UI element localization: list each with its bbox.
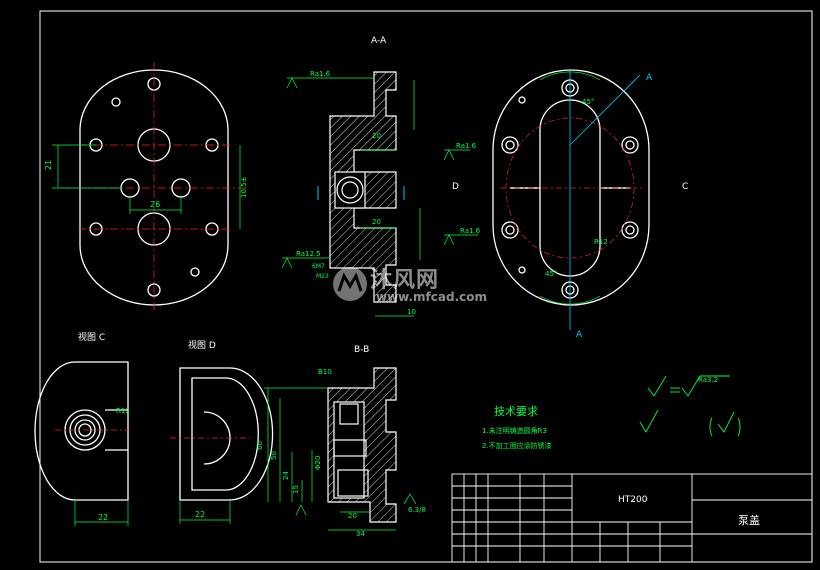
view-d-title: 视图 D xyxy=(188,339,216,351)
section-aa-cut-lines xyxy=(317,186,405,200)
roughness-note: Ra3.2 xyxy=(698,376,718,384)
bb-34: 34 xyxy=(356,530,365,538)
bb-b10: B10 xyxy=(318,368,332,376)
bb-20: 20 xyxy=(348,512,357,520)
title-block xyxy=(451,473,813,563)
right-view-centerlines xyxy=(500,117,642,259)
tech-req-title: 技术要求 xyxy=(494,405,538,418)
section-bb-dims xyxy=(264,387,417,531)
view-d-drawing xyxy=(179,367,274,501)
right-view-axes xyxy=(569,70,641,330)
drawing-border xyxy=(39,10,813,563)
tech-req-item2: 2.不加工面应涂防锈漆 xyxy=(482,441,552,450)
aa-ra16-low: Ra1.6 xyxy=(460,227,481,235)
right-angle-45-top: 45° xyxy=(582,98,594,106)
view-d-22: 22 xyxy=(195,510,205,519)
watermark-main-text: 沐风网 xyxy=(370,268,440,293)
right-label-a-bottom: A xyxy=(576,330,583,340)
view-d-dims xyxy=(179,500,231,524)
label-c: C xyxy=(682,182,688,192)
section-aa-title: A-A xyxy=(371,36,387,46)
roughness-symbols xyxy=(639,375,741,437)
section-aa-body xyxy=(329,71,397,303)
aa-dim-10: 10 xyxy=(407,308,416,316)
tech-req-item1: 1.未注明铸造圆角R3 xyxy=(482,426,547,435)
view-c-r12: R12 xyxy=(116,407,130,415)
aa-ra16-top: Ra1.6 xyxy=(310,70,331,78)
bb-63: 6.3/8 xyxy=(408,506,426,514)
watermark-url: www.mfcad.com xyxy=(376,290,487,304)
front-dim-26: 26 xyxy=(150,200,160,209)
view-c-22: 22 xyxy=(98,513,108,522)
bb-24: 24 xyxy=(282,471,290,480)
title-block-material: HT200 xyxy=(618,495,648,505)
section-bb-title: B-B xyxy=(354,345,369,355)
aa-ra16-mid: Ra1.6 xyxy=(456,142,477,150)
bb-phi20: Φ20 xyxy=(314,456,322,470)
front-view-centerlines xyxy=(62,62,246,312)
bb-15: 15 xyxy=(292,485,300,494)
bb-60: 60 xyxy=(256,441,264,450)
right-angle-45-bottom: 45° xyxy=(545,270,557,278)
right-view-dims xyxy=(539,71,601,305)
label-d: D xyxy=(452,182,459,192)
right-view-outline xyxy=(492,69,650,306)
watermark-logo-icon xyxy=(333,267,367,301)
front-dim-21: 21 xyxy=(44,160,53,170)
watermark: 沐风网 www.mfcad.com xyxy=(330,262,500,310)
title-block-part-name: 泵盖 xyxy=(738,513,760,527)
aa-6m7: 6M7 xyxy=(312,263,325,270)
section-aa-dims xyxy=(281,77,478,317)
front-dim-height: 10.5± xyxy=(240,176,248,198)
aa-dim-20-top: 20 xyxy=(372,132,381,140)
aa-ra125: Ra12.5 xyxy=(296,250,321,258)
right-label-a-top: A xyxy=(646,73,653,83)
view-c-dims xyxy=(74,500,129,526)
section-bb-body xyxy=(327,367,397,523)
right-r12: R12 xyxy=(594,238,608,246)
aa-m23: M23 xyxy=(316,273,329,280)
view-c-title: 视图 C xyxy=(78,331,105,343)
aa-dim-20-bottom: 20 xyxy=(372,218,381,226)
bb-50: 50 xyxy=(270,451,278,460)
view-c-drawing xyxy=(34,361,129,501)
front-view-dims xyxy=(52,144,241,229)
